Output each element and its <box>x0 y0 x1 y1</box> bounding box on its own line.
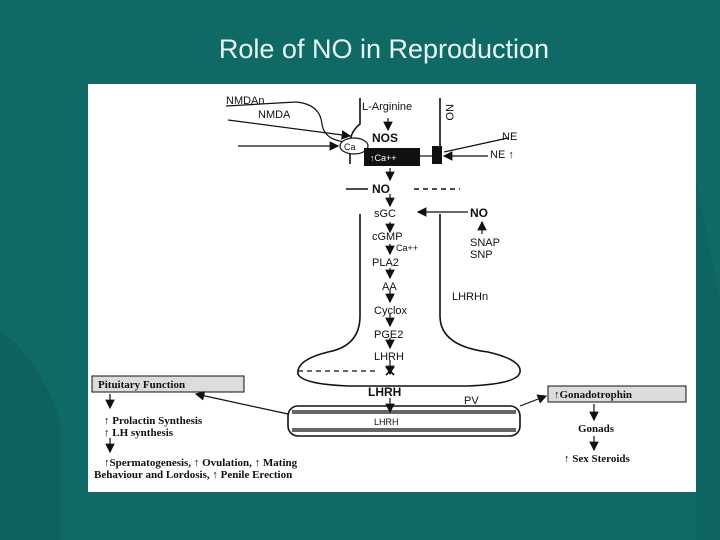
label-ca-ion: ↑Ca++ <box>370 153 397 163</box>
diagram-figure: NMDAn NMDA L-Arginine NO NOS Ca ↑Ca++ NE… <box>88 84 696 492</box>
label-behaviour-line: Behaviour and Lordosis, ↑ Penile Erectio… <box>94 469 292 481</box>
label-ne-up: NE ↑ <box>490 149 514 161</box>
nmda-line-1 <box>225 101 297 107</box>
pv-to-pituitary-arrow <box>194 391 289 415</box>
label-no-vertical: NO <box>443 104 455 121</box>
label-snp: SNP <box>470 249 493 261</box>
label-gonads: Gonads <box>578 423 615 435</box>
ne-receptor <box>432 146 442 164</box>
label-cyclox: Cyclox <box>374 305 408 317</box>
label-lhrh-portal: LHRH <box>374 417 399 427</box>
ca-channel-shape <box>339 137 369 155</box>
label-lhrh-top: LHRH <box>374 351 404 363</box>
pituitary-box <box>91 375 245 393</box>
label-lhrh-mid: LHRH <box>368 385 401 399</box>
label-pla2: PLA2 <box>372 257 399 269</box>
gonadotrophin-box <box>547 385 687 403</box>
label-lh-synth: ↑ LH synthesis <box>104 427 174 439</box>
portal-vessel <box>287 405 521 437</box>
label-no-right: NO <box>470 206 488 220</box>
slide-title: Role of NO in Reproduction <box>218 34 550 64</box>
nmda-curve <box>295 101 347 143</box>
label-ca-channel: Ca <box>344 142 356 152</box>
label-snap: SNAP <box>470 237 500 249</box>
label-nmda: NMDA <box>258 109 291 121</box>
ca-box <box>364 148 420 166</box>
label-pituitary-function: Pituitary Function <box>98 379 185 391</box>
label-prolactin: ↑ Prolactin Synthesis <box>104 415 203 427</box>
label-sgc: sGC <box>374 208 396 220</box>
label-sex-steroids: ↑ Sex Steroids <box>564 453 631 465</box>
label-lhrhn: LHRHn <box>452 291 488 303</box>
block-mark <box>385 366 395 376</box>
label-nos: NOS <box>372 131 398 145</box>
label-aa: AA <box>382 281 397 293</box>
label-gonadotrophin: ↑Gonadotrophin <box>554 389 632 401</box>
nmda-line-2 <box>227 119 352 140</box>
ne-line <box>443 137 509 153</box>
label-pge2: PGE2 <box>374 329 403 341</box>
label-pv: PV <box>464 395 479 407</box>
label-sperm-line: ↑Spermatogenesis, ↑ Ovulation, ↑ Mating <box>104 457 298 469</box>
label-l-arginine: L-Arginine <box>362 101 412 113</box>
label-cgmp: cGMP <box>372 231 403 243</box>
label-ca-pp: Ca++ <box>396 243 418 253</box>
label-ne: NE <box>502 131 517 143</box>
diagram-svg: NMDAn NMDA L-Arginine NO NOS Ca ↑Ca++ NE… <box>91 95 687 481</box>
label-no-mid: NO <box>372 182 390 196</box>
pv-to-gonadotrophin-arrow <box>519 394 548 407</box>
label-nmdan: NMDAn <box>226 95 265 107</box>
